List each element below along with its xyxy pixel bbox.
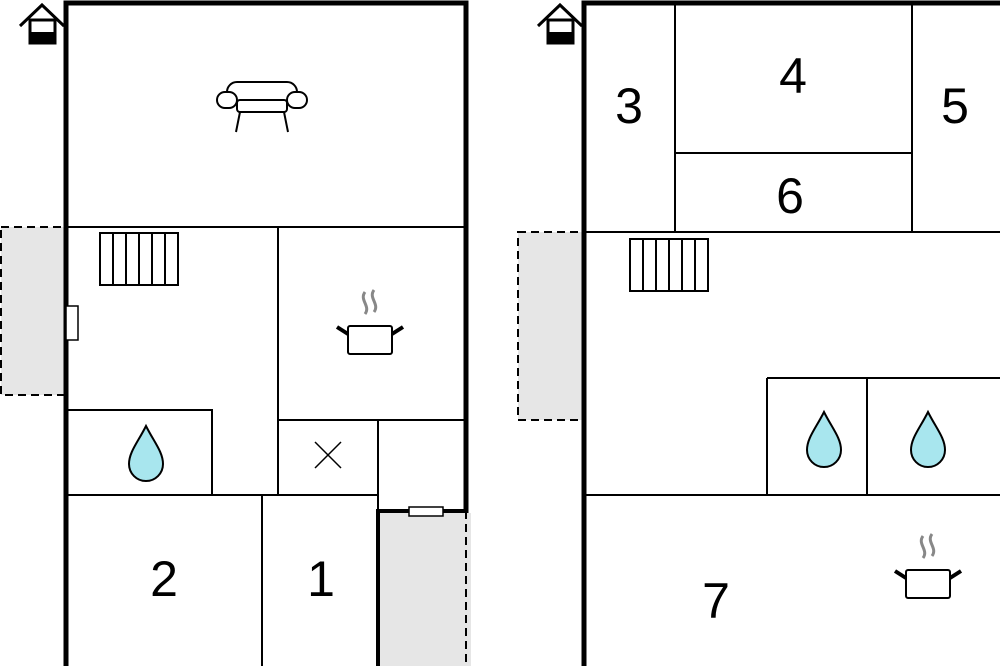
sofa-icon [216, 81, 308, 133]
stairs-icon [99, 232, 179, 286]
pot-icon [335, 288, 405, 356]
room-label-4: 4 [779, 48, 807, 104]
interior-walls [584, 3, 1000, 496]
terrace-left [0, 226, 67, 396]
room-label-6: 6 [776, 168, 804, 224]
room-label-7: 7 [702, 573, 730, 629]
ground-floor-plan: 2 1 [0, 0, 471, 666]
upper-floor-plan: 3 4 5 6 7 [517, 0, 1000, 666]
room-label-2: 2 [150, 551, 178, 607]
stairs-icon [629, 238, 709, 292]
house-icon [18, 3, 66, 45]
room-label-3: 3 [615, 78, 643, 134]
outer-wall [581, 0, 1000, 666]
door-bottom [408, 506, 444, 517]
water-drop-icon [128, 425, 164, 482]
room-label-1: 1 [307, 551, 335, 607]
terrace-right [517, 231, 585, 421]
house-icon [536, 3, 584, 45]
terrace-bottom-cover [381, 513, 471, 666]
door-left [65, 305, 79, 341]
cross-icon [314, 441, 342, 469]
interior-walls [66, 226, 466, 666]
room-label-5: 5 [941, 78, 969, 134]
outer-wall [63, 0, 469, 666]
